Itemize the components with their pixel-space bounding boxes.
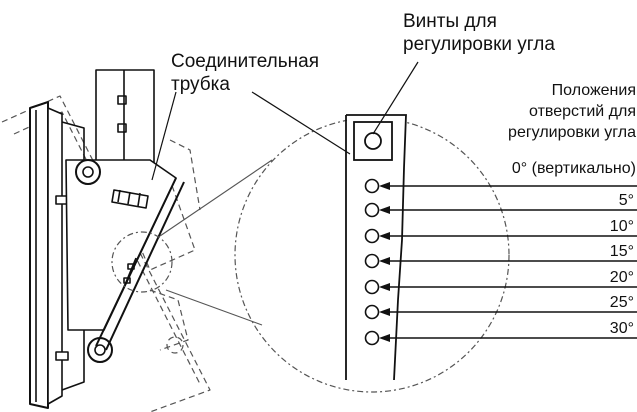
screws-leader xyxy=(372,61,419,135)
angle-label-0: 0° (вертикально) xyxy=(512,160,636,177)
angle-label-10: 10° xyxy=(610,218,634,235)
tube-label-line1: Соединительная xyxy=(171,51,319,72)
labels: Винты для регулировки угла Соединительна… xyxy=(171,11,636,337)
hole-5deg xyxy=(364,202,380,218)
positions-label-line2: отверстий для xyxy=(529,103,636,120)
hinge-bracket xyxy=(65,159,177,363)
screws-label-line1: Винты для xyxy=(403,11,497,32)
monitor-assembly xyxy=(1,69,211,412)
hole-20deg xyxy=(364,279,380,295)
angle-label-25: 25° xyxy=(610,294,634,311)
hole-arrowheads xyxy=(379,182,390,342)
tube-label-line2: трубка xyxy=(171,74,230,95)
detail-magnifier xyxy=(111,61,637,393)
angle-screw-box xyxy=(353,121,393,161)
hole-10deg xyxy=(364,228,380,244)
angle-label-20: 20° xyxy=(610,269,634,286)
tube-leader-2 xyxy=(251,91,351,155)
positions-label-line3: регулировки угла xyxy=(508,124,636,141)
magnifier-connector-bottom xyxy=(165,289,263,326)
adjustment-holes xyxy=(364,178,380,346)
monitor-body xyxy=(29,101,85,409)
hole-30deg xyxy=(364,330,380,346)
positions-label-line1: Положения xyxy=(552,82,636,99)
hole-25deg xyxy=(364,304,380,320)
hole-0deg xyxy=(364,178,380,194)
tube-leader-1 xyxy=(151,91,177,181)
angle-label-15: 15° xyxy=(610,243,634,260)
magnifier-connector-top xyxy=(159,159,273,237)
angle-label-5: 5° xyxy=(619,192,634,209)
adjustment-strip xyxy=(345,114,407,381)
angle-label-30: 30° xyxy=(610,320,634,337)
hole-leaders xyxy=(382,185,637,339)
screws-label-line2: регулировки угла xyxy=(403,34,555,55)
hole-15deg xyxy=(364,253,380,269)
source-circle xyxy=(111,231,173,293)
